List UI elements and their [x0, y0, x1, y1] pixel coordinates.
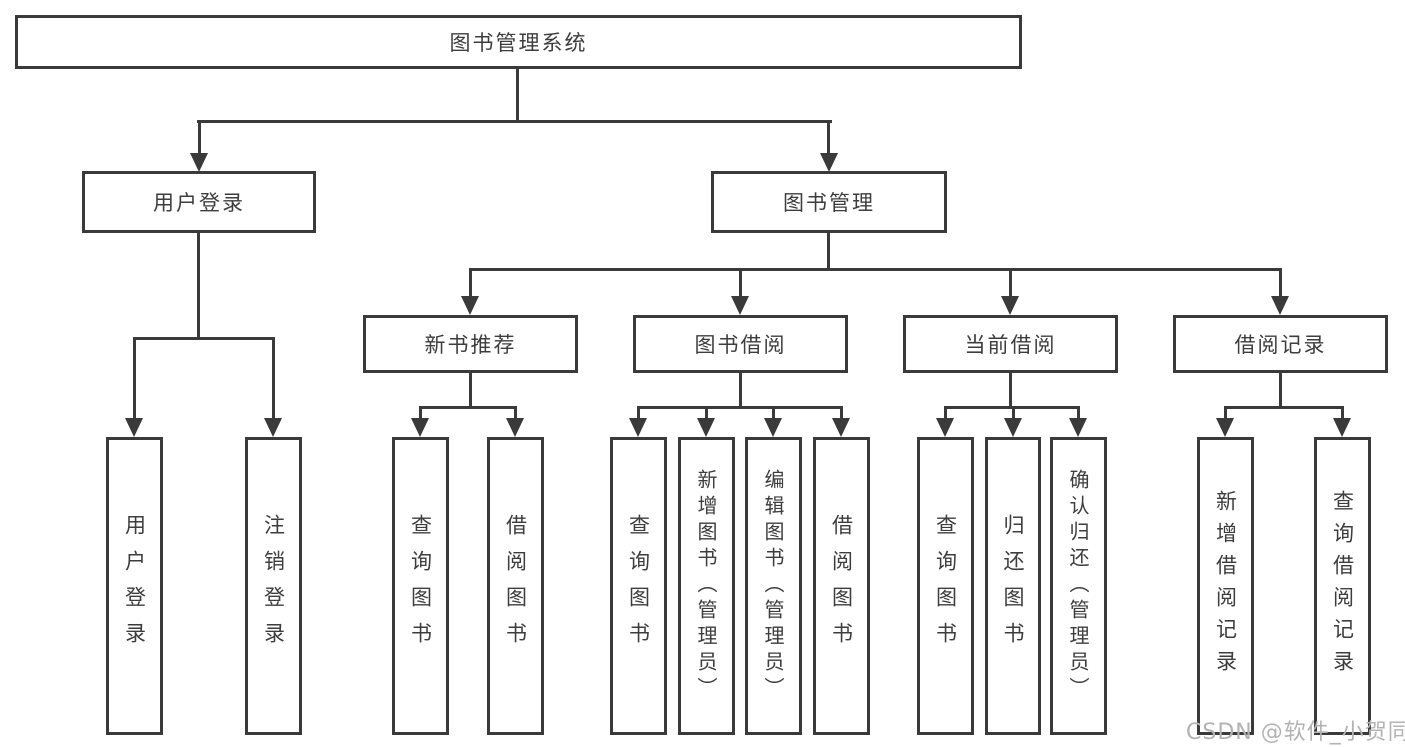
connector-line [419, 406, 516, 409]
connector-line [514, 406, 517, 420]
connector-line [827, 233, 830, 270]
arrowhead-down-icon [936, 418, 954, 437]
connector-line [739, 373, 742, 408]
node-leaf-confirm-return-admin-label: 确认归还（管理员） [1066, 469, 1090, 703]
node-leaf-logout: 注销登录 [245, 437, 302, 735]
node-leaf-query-borrow-record: 查询借阅记录 [1314, 437, 1371, 735]
arrowhead-down-icon [1333, 418, 1351, 437]
node-leaf-query-book-3-label: 查询图书 [933, 514, 958, 658]
connector-line [469, 268, 1282, 271]
node-borrow-record-label: 借阅记录 [1234, 333, 1327, 357]
connector-line [705, 406, 708, 420]
arrowhead-down-icon [764, 418, 782, 437]
node-book-management: 图书管理 [711, 171, 947, 233]
arrowhead-down-icon [125, 418, 143, 437]
node-leaf-add-book-admin-label: 新增图书（管理员） [694, 469, 718, 703]
node-book-borrow-label: 图书借阅 [694, 333, 787, 357]
node-current-borrow-label: 当前借阅 [964, 333, 1057, 357]
node-root-label: 图书管理系统 [449, 31, 588, 55]
connector-line [1341, 406, 1344, 420]
connector-line [197, 120, 832, 123]
connector-line [772, 406, 775, 420]
node-user-login-label: 用户登录 [153, 191, 245, 215]
connector-line [272, 337, 275, 420]
node-leaf-add-book-admin: 新增图书（管理员） [678, 437, 735, 735]
arrowhead-down-icon [264, 418, 282, 437]
connector-line [469, 373, 472, 408]
connector-line [1279, 373, 1282, 408]
arrowhead-down-icon [697, 418, 715, 437]
connector-line [419, 406, 422, 420]
node-book-management-label: 图书管理 [783, 191, 875, 215]
connector-line [1009, 373, 1012, 408]
node-new-book-recommend: 新书推荐 [363, 315, 578, 373]
arrowhead-down-icon [1069, 418, 1087, 437]
node-leaf-user-login-label: 用户登录 [122, 514, 147, 658]
arrowhead-down-icon [832, 418, 850, 437]
connector-line [133, 337, 136, 420]
arrowhead-down-icon [506, 418, 524, 437]
node-leaf-query-borrow-record-label: 查询借阅记录 [1330, 490, 1355, 682]
node-leaf-user-login: 用户登录 [106, 437, 163, 735]
connector-line [637, 406, 640, 420]
csdn-watermark: CSDN @软件_小贺同学 [1186, 720, 1405, 745]
node-leaf-confirm-return-admin: 确认归还（管理员） [1050, 437, 1107, 735]
arrowhead-down-icon [411, 418, 429, 437]
node-leaf-query-book-2-label: 查询图书 [626, 514, 651, 658]
connector-line [516, 68, 519, 122]
arrowhead-down-icon [1001, 296, 1019, 315]
node-leaf-query-book-2: 查询图书 [610, 437, 667, 735]
connector-line [637, 406, 843, 409]
connector-line [1012, 406, 1015, 420]
node-new-book-recommend-label: 新书推荐 [424, 333, 517, 357]
connector-line [1077, 406, 1080, 420]
node-leaf-add-borrow-record-label: 新增借阅记录 [1213, 490, 1238, 682]
connector-line [133, 337, 275, 340]
arrowhead-down-icon [731, 296, 749, 315]
node-user-login: 用户登录 [82, 171, 316, 233]
connector-line [1224, 406, 1227, 420]
node-leaf-edit-book-admin: 编辑图书（管理员） [745, 437, 802, 735]
node-leaf-edit-book-admin-label: 编辑图书（管理员） [761, 469, 785, 703]
connector-line [1009, 268, 1012, 297]
node-book-borrow: 图书借阅 [633, 315, 848, 373]
connector-line [840, 406, 843, 420]
connector-line [198, 120, 201, 153]
node-leaf-return-book-label: 归还图书 [1001, 514, 1025, 658]
arrowhead-down-icon [1271, 296, 1289, 315]
node-leaf-borrow-book-1-label: 借阅图书 [503, 514, 528, 658]
node-leaf-logout-label: 注销登录 [261, 514, 286, 658]
connector-line [944, 406, 947, 420]
arrowhead-down-icon [1216, 418, 1234, 437]
node-leaf-return-book: 归还图书 [985, 437, 1041, 735]
arrowhead-down-icon [1004, 418, 1022, 437]
node-leaf-borrow-book-2: 借阅图书 [813, 437, 870, 735]
arrowhead-down-icon [190, 153, 208, 172]
node-current-borrow: 当前借阅 [903, 315, 1118, 373]
node-root: 图书管理系统 [15, 15, 1022, 69]
node-leaf-query-book-1-label: 查询图书 [408, 514, 433, 658]
connector-line [739, 268, 742, 297]
connector-line [827, 120, 830, 153]
connector-line [197, 233, 200, 339]
arrowhead-down-icon [461, 296, 479, 315]
node-leaf-borrow-book-1: 借阅图书 [487, 437, 544, 735]
node-leaf-add-borrow-record: 新增借阅记录 [1197, 437, 1254, 735]
connector-line [469, 268, 472, 297]
node-leaf-query-book-1: 查询图书 [392, 437, 449, 735]
node-leaf-borrow-book-2-label: 借阅图书 [829, 514, 854, 658]
arrowhead-down-icon [820, 153, 838, 172]
node-borrow-record: 借阅记录 [1173, 315, 1388, 373]
arrowhead-down-icon [629, 418, 647, 437]
connector-line [1224, 406, 1344, 409]
node-leaf-query-book-3: 查询图书 [917, 437, 974, 735]
connector-line [1279, 268, 1282, 297]
